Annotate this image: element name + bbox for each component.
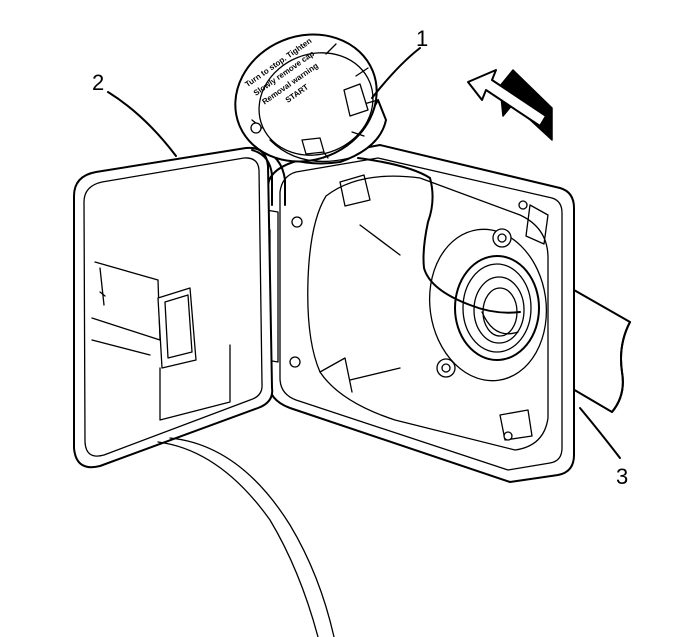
leader-line-3	[579, 407, 621, 459]
fuel-door	[73, 146, 286, 469]
fuel-cap: Turn to stop. Tighten Slowly remove cap …	[234, 33, 387, 165]
callout-2: 2	[92, 70, 104, 95]
fuel-fill-pocket	[265, 144, 575, 483]
callout-3: 3	[616, 464, 628, 489]
filler-neck	[428, 228, 548, 382]
direction-arrow	[467, 69, 553, 141]
leader-line-2	[107, 91, 177, 157]
leader-line-1	[371, 47, 421, 99]
fuel-door-hinge-cable	[157, 437, 335, 637]
callout-1: 1	[416, 26, 428, 51]
cap-tether	[357, 157, 521, 314]
